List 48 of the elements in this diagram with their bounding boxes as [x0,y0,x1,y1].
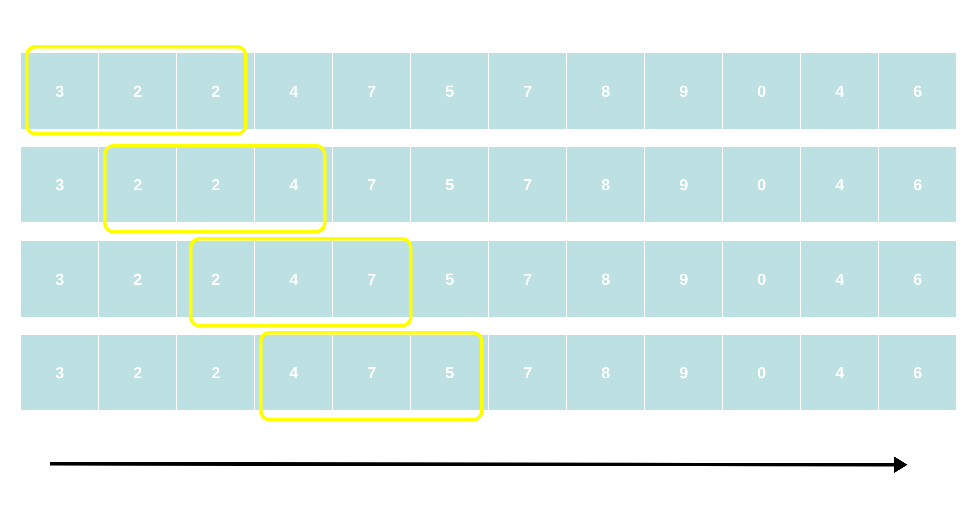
table-cell: 6 [878,334,958,412]
table-cell: 3 [20,240,100,318]
table-cell: 0 [722,146,802,224]
table-cell: 5 [410,146,490,224]
table-cell: 6 [878,146,958,224]
table-cell: 4 [254,52,334,130]
table-cell: 4 [800,52,880,130]
table-cell: 3 [20,334,100,412]
table-cell: 4 [254,146,334,224]
table-cell: 0 [722,334,802,412]
table-cell: 7 [332,52,412,130]
table-cell: 7 [332,334,412,412]
table-cell: 5 [410,52,490,130]
table-cell: 2 [176,334,256,412]
table-cell: 2 [98,52,178,130]
table-cell: 7 [332,240,412,318]
table-cell: 4 [800,146,880,224]
table-cell: 9 [644,146,724,224]
table-cell: 7 [488,52,568,130]
table-cell: 6 [878,240,958,318]
table-cell: 8 [566,52,646,130]
table-cell: 7 [488,146,568,224]
table-cell: 4 [800,334,880,412]
table-cell: 7 [488,334,568,412]
table-cell: 2 [98,240,178,318]
table-cell: 7 [332,146,412,224]
table-cell: 2 [176,52,256,130]
table-cell: 2 [176,146,256,224]
table-cell: 4 [254,240,334,318]
table-cell: 4 [800,240,880,318]
table-cell: 9 [644,240,724,318]
table-cell: 5 [410,240,490,318]
table-cell: 8 [566,334,646,412]
table-cell: 9 [644,52,724,130]
table-cell: 6 [878,52,958,130]
table-cell: 8 [566,146,646,224]
table-cell: 2 [98,146,178,224]
table-cell: 3 [20,52,100,130]
table-cell: 4 [254,334,334,412]
table-cell: 0 [722,52,802,130]
table-cell: 9 [644,334,724,412]
table-cell: 2 [176,240,256,318]
table-cell: 5 [410,334,490,412]
table-cell: 7 [488,240,568,318]
table-cell: 8 [566,240,646,318]
table-cell: 3 [20,146,100,224]
table-cell: 0 [722,240,802,318]
table-cell: 2 [98,334,178,412]
